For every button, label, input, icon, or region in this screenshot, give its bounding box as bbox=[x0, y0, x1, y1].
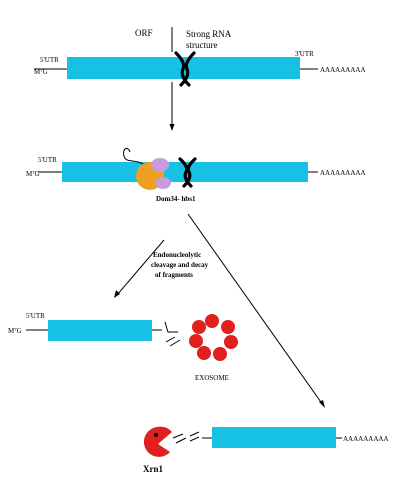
left-5utr-label: 5'UTR bbox=[26, 312, 45, 320]
exosome-label: EXOSOME bbox=[195, 374, 229, 382]
step1-stem-loop-icon bbox=[174, 51, 196, 87]
right-mrna-body bbox=[212, 427, 336, 448]
step1-mrna: ORF Strong RNA structure 5'UTR 3'UTR M⁷G… bbox=[34, 27, 366, 87]
xrn1-pacman-icon bbox=[143, 426, 172, 457]
ribosome-small-subunit bbox=[151, 158, 169, 172]
exosome-icon bbox=[189, 314, 238, 361]
step1-5utr-label: 5'UTR bbox=[40, 56, 59, 64]
cleavage-caption: Endonucleolytic cleavage and decay of fr… bbox=[151, 251, 209, 279]
orf-label: ORF bbox=[135, 28, 153, 38]
step1-cap-label: M⁷G bbox=[34, 68, 48, 76]
xrn1-eye bbox=[154, 433, 158, 437]
strong-rna-label-line1: Strong RNA bbox=[186, 29, 232, 39]
right-fragment: AAAAAAAAA Xrn1 bbox=[143, 426, 389, 474]
dom34-hbs1-label: Dom34- hbs1 bbox=[156, 195, 196, 203]
left-cap-label: M⁷G bbox=[8, 327, 22, 335]
right-polya-label: AAAAAAAAA bbox=[343, 435, 389, 443]
dom34-hbs1-complex bbox=[155, 177, 171, 189]
left-mrna-body bbox=[48, 320, 152, 341]
step2-mrna: 5'UTR M⁷G AAAAAAAAA Dom34- hbs1 bbox=[26, 148, 366, 203]
left-broken-pieces bbox=[164, 321, 181, 347]
step2-cap-label: M⁷G bbox=[26, 170, 40, 178]
right-broken-pieces bbox=[172, 431, 200, 444]
step1-polya-label: AAAAAAAAA bbox=[320, 66, 366, 74]
step1-3utr-label: 3'UTR bbox=[295, 50, 314, 58]
nascent-peptide bbox=[123, 148, 147, 167]
cleavage-label-line2: cleavage and decay bbox=[151, 261, 209, 269]
cleavage-label-line1: Endonucleolytic bbox=[153, 251, 201, 259]
step2-polya-label: AAAAAAAAA bbox=[320, 169, 366, 177]
xrn1-label: Xrn1 bbox=[143, 464, 163, 474]
step2-5utr-label: 5'UTR bbox=[38, 156, 57, 164]
arrow-to-left-fragment bbox=[114, 239, 165, 298]
step2-stem-loop-icon bbox=[178, 157, 197, 188]
cleavage-label-line3: of fragments bbox=[155, 271, 193, 279]
arrow-step1-to-step2 bbox=[169, 82, 175, 131]
left-fragment: 5'UTR M⁷G EXOSOME bbox=[8, 312, 238, 382]
arrow-to-right-fragment bbox=[187, 213, 325, 408]
strong-rna-label-line2: structure bbox=[186, 40, 218, 50]
